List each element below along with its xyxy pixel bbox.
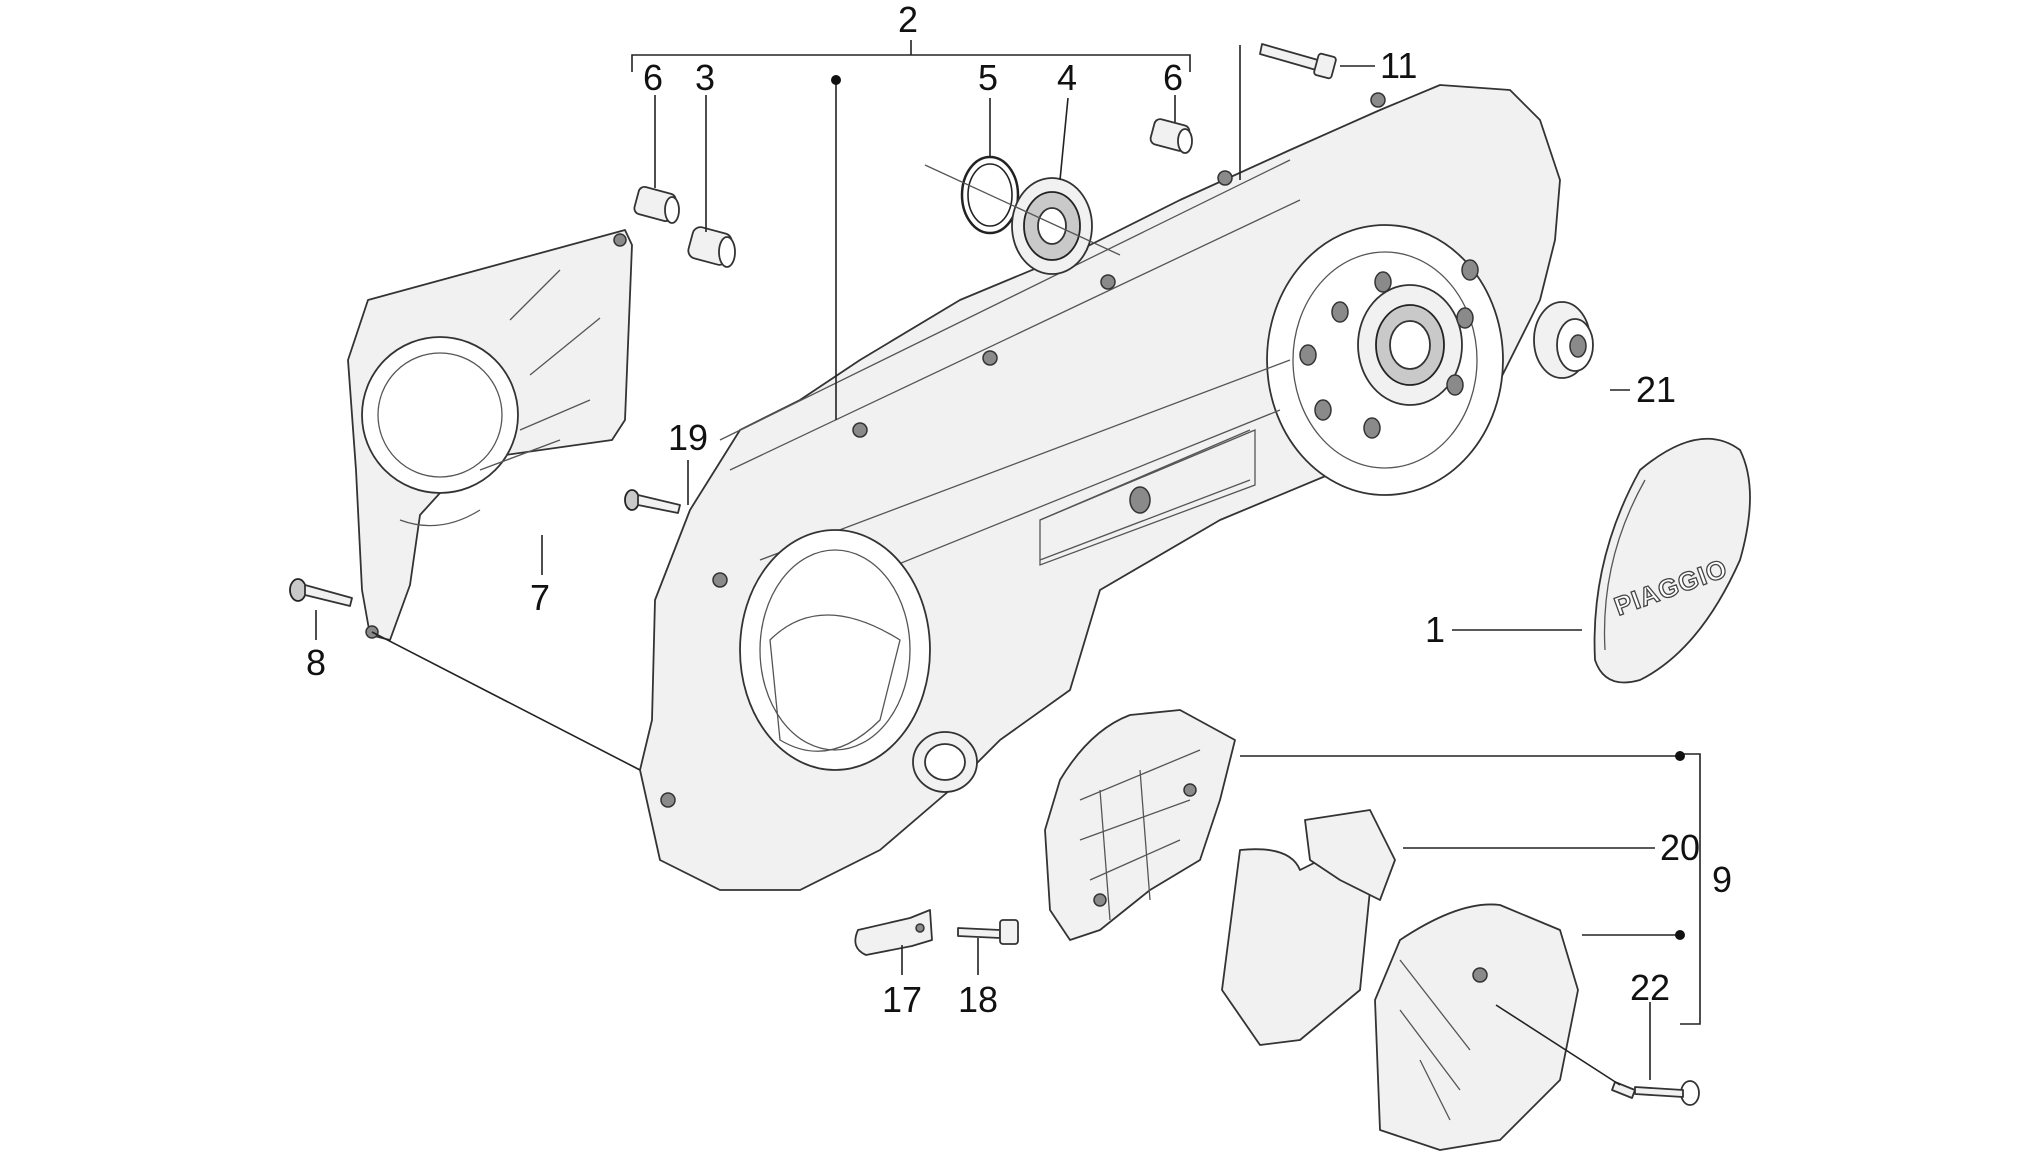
label-part-4: 4 — [1057, 57, 1077, 98]
label-part-17: 17 — [882, 979, 922, 1020]
bushing-part-21 — [1533, 301, 1594, 379]
bracket-part-17 — [854, 909, 933, 956]
bearing-part-4 — [1011, 177, 1093, 275]
air-intake-cover-part-9 — [1044, 709, 1236, 941]
filter-sponge-part-20 — [1221, 809, 1396, 1046]
screw-part-18 — [957, 919, 1019, 945]
leader-lines — [315, 40, 1701, 1086]
gasket-plate-part-7 — [347, 229, 633, 641]
label-part-18: 18 — [958, 979, 998, 1020]
label-part-3: 3 — [695, 57, 715, 98]
logo-cap-part-1: PIAGGIO — [1593, 437, 1751, 684]
bushing-part-3 — [687, 226, 736, 268]
label-part-20: 20 — [1660, 827, 1700, 868]
bolt-part-11 — [1259, 43, 1337, 80]
label-part-21: 21 — [1636, 369, 1676, 410]
label-part-11: 11 — [1380, 45, 1417, 86]
dowel-pin-part-6-right — [1149, 118, 1193, 154]
label-part-9: 9 — [1712, 859, 1732, 900]
screw-part-22 — [1611, 1080, 1700, 1106]
label-part-7: 7 — [530, 577, 550, 618]
label-part-8: 8 — [306, 642, 326, 683]
label-part-1: 1 — [1425, 609, 1445, 650]
screw-part-19 — [624, 489, 681, 514]
label-part-5: 5 — [978, 57, 998, 98]
label-part-2: 2 — [898, 0, 918, 40]
filter-cover-part-9-front — [1374, 903, 1579, 1151]
transmission-cover-part-2 — [639, 84, 1561, 891]
dowel-pin-part-6-left — [633, 186, 680, 224]
label-part-6-right: 6 — [1163, 57, 1183, 98]
label-part-19: 19 — [668, 417, 708, 458]
screw-part-8 — [289, 578, 353, 607]
part-labels: 2 6 3 5 4 6 11 21 19 7 8 1 20 9 22 17 18 — [306, 0, 1732, 1020]
label-part-22: 22 — [1630, 967, 1670, 1008]
label-part-6-left: 6 — [643, 57, 663, 98]
